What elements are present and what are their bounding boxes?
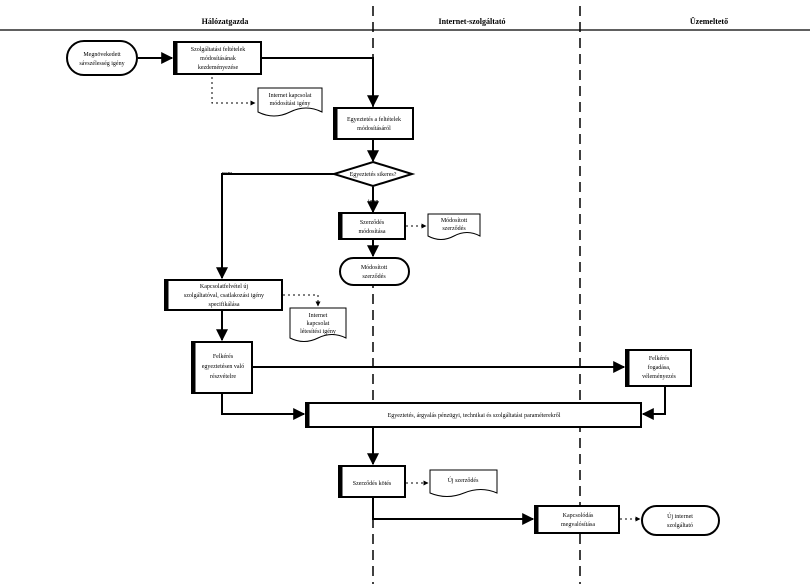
operator-line-2: fogadása, <box>648 364 671 371</box>
contract-sign-label: Szerződés kötés <box>353 481 392 487</box>
operator-line-3: véleményezés <box>642 374 676 380</box>
connection-build-line-2: megvalósítása <box>561 522 595 528</box>
process-connection-build: Kapcsolódás megvalósítása <box>534 505 620 534</box>
process-agree-conditions: Egyeztetés a feltételek módosításáról <box>333 107 414 140</box>
process-modify-init: Szolgáltatási feltételek módosításának k… <box>173 41 262 75</box>
start-line-2: sávszélesség igény <box>79 61 124 67</box>
request-offer-line-1: Felkérés <box>213 354 234 360</box>
start-line-1: Megnövekedett <box>83 52 121 58</box>
lane-title-isp: Internet-szolgáltató <box>438 17 505 26</box>
document-new-request: Internet kapcsolat létesítési igény <box>289 307 347 342</box>
doc-new-line-1: Internet <box>309 313 328 319</box>
document-modified-contract: Módosított szerződés <box>427 213 481 240</box>
request-offer-line-2: egyeztetésen való <box>202 364 244 370</box>
negotiation-label: Egyeztetés, árgyalás pénzügyi, technikai… <box>388 413 561 419</box>
new-connection-line-3: specifikálása <box>209 301 240 308</box>
start-terminator: Megnövekedett sávszélesség igény <box>66 40 138 76</box>
contract-modify-line-1: Szerződés <box>360 220 385 226</box>
end-new-service-line-2: szolgáltató <box>667 523 693 529</box>
doc-modify-line-2: módosítási igény <box>270 101 311 107</box>
edge-request-to-negotiation <box>221 402 306 420</box>
end-modified-line-2: szerződés <box>362 274 386 280</box>
agree-line-1: Egyeztetés a feltételek <box>347 116 401 123</box>
new-connection-line-2: szolgáltatóval, csatlakozási igény <box>184 293 264 299</box>
new-connection-line-1: Kapcsolatfelvétel új <box>200 283 248 290</box>
modify-init-line-1: Szolgáltatási feltételek <box>191 46 245 53</box>
request-offer-line-3: részvételre <box>210 374 236 380</box>
doc-new-contract-label: Új szerződés <box>448 476 479 484</box>
edge-modify-to-doc <box>211 72 256 106</box>
process-operator-accept: Felkérés fogadása, véleményezés <box>625 349 692 387</box>
label-no: nem <box>222 171 233 177</box>
modify-init-line-2: módosításának <box>200 56 236 62</box>
doc-new-line-3: létesítési igény <box>300 329 336 335</box>
end-modified-line-1: Módosított <box>361 265 388 271</box>
decision-diamond: Egyeztetés sikeres? <box>330 160 416 188</box>
process-negotiation: Egyeztetés, árgyalás pénzügyi, technikai… <box>305 402 642 428</box>
operator-line-1: Felkérés <box>649 356 670 362</box>
lane-title-network-owner: Hálózatgazda <box>202 17 249 26</box>
process-contract-modify: Szerződés módosítása <box>338 212 406 240</box>
end-new-service-line-1: Új internet <box>667 512 693 520</box>
label-yes: igen <box>368 199 378 205</box>
edge-newconn-to-doc <box>283 294 321 307</box>
doc-modified-line-2: szerződés <box>442 226 466 232</box>
lane-title-operator: Üzemeltető <box>690 17 728 26</box>
modify-init-line-3: kezdeményezése <box>198 65 239 71</box>
edge-operator-to-negotiation <box>641 387 666 420</box>
end-new-service-terminator: Új internet szolgáltató <box>641 505 720 536</box>
decision-label: Egyeztetés sikeres? <box>350 172 397 178</box>
document-new-contract: Új szerződés <box>429 469 498 497</box>
document-modify-request: Internet kapcsolat módosítási igény <box>257 87 323 117</box>
agree-line-2: módosításáról <box>357 126 391 132</box>
process-new-connection: Kapcsolatfelvétel új szolgáltatóval, csa… <box>164 279 283 311</box>
contract-modify-line-2: módosítása <box>359 229 386 235</box>
doc-new-line-2: kapcsolat <box>307 321 330 327</box>
edge-sign-to-connection <box>372 498 535 525</box>
connection-build-line-1: Kapcsolódás <box>563 513 594 519</box>
end-modified-terminator: Módosított szerződés <box>339 257 410 286</box>
process-contract-sign: Szerződés kötés <box>338 465 406 498</box>
doc-modified-line-1: Módosított <box>441 218 468 224</box>
process-request-offer: Felkérés egyeztetésen való részvételre <box>191 341 253 394</box>
doc-modify-line-1: Internet kapcsolat <box>269 93 312 99</box>
edge-modify-to-agree <box>262 57 379 108</box>
edge-decision-no <box>216 173 335 280</box>
